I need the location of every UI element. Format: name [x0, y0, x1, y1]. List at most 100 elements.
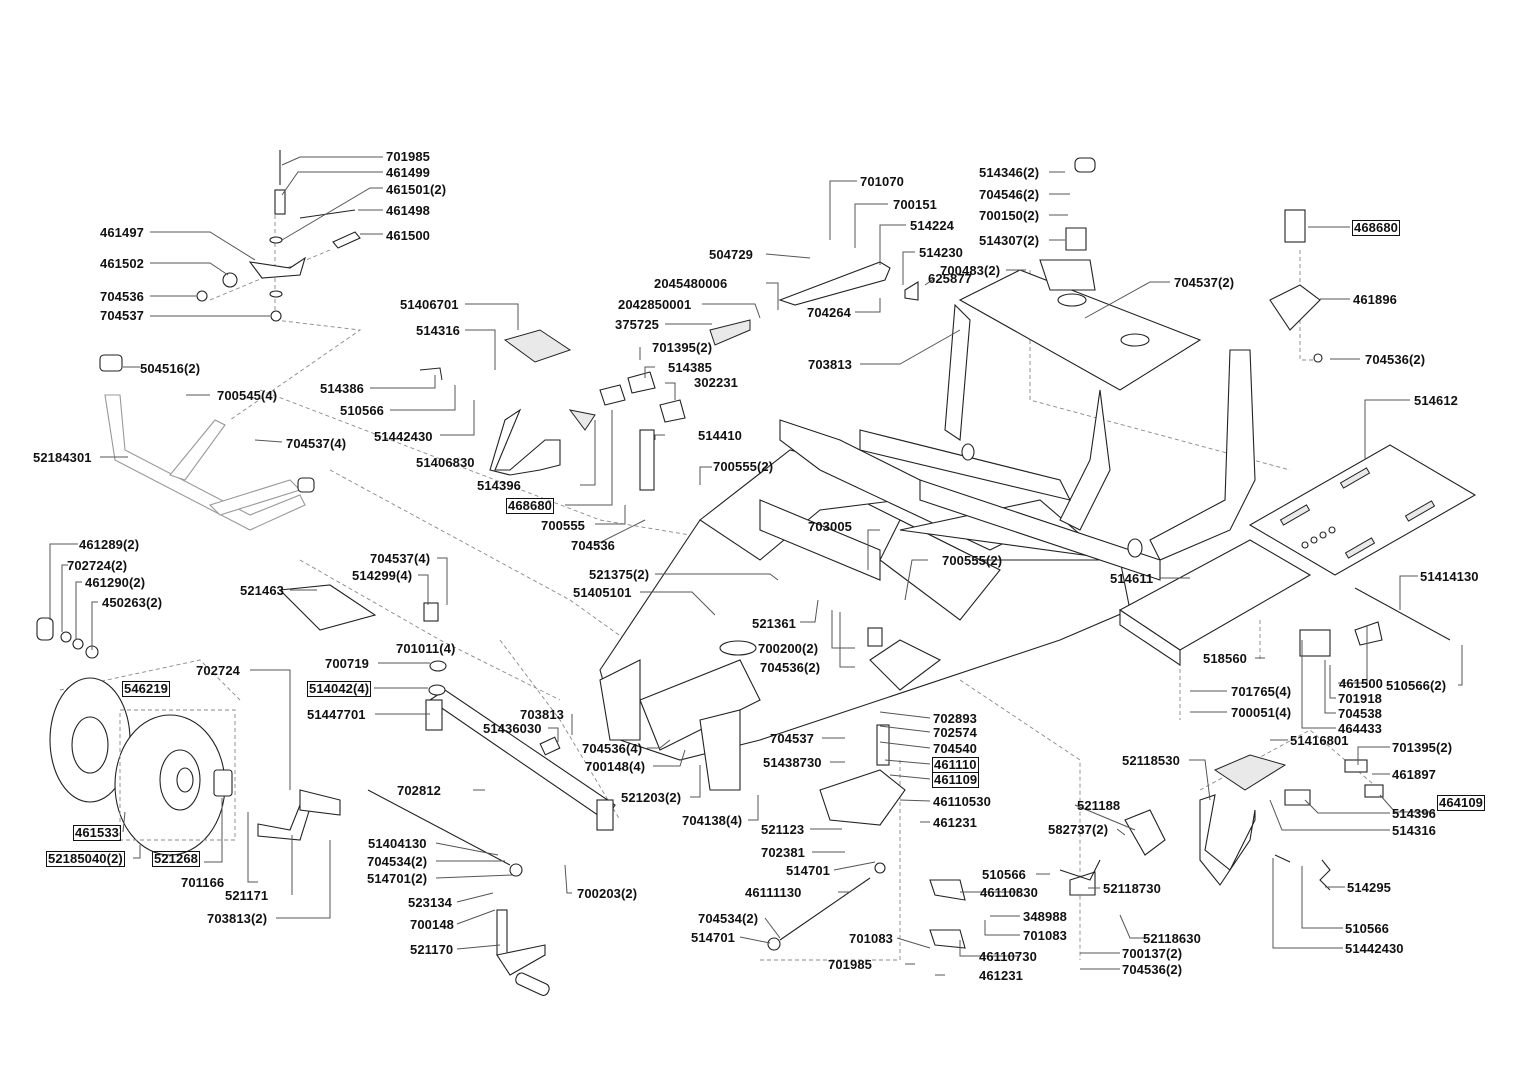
- part-label[interactable]: 523134: [408, 895, 452, 910]
- part-label[interactable]: 450263(2): [102, 595, 163, 610]
- part-label[interactable]: 704537: [770, 731, 814, 746]
- part-label[interactable]: 704546(2): [979, 187, 1040, 202]
- part-label[interactable]: 701166: [181, 875, 225, 890]
- part-label[interactable]: 510566: [340, 403, 384, 418]
- part-label[interactable]: 703813(2): [207, 911, 268, 926]
- part-label[interactable]: 704138(4): [682, 813, 743, 828]
- part-label[interactable]: 700555(2): [942, 553, 1003, 568]
- part-label[interactable]: 2045480006: [654, 276, 728, 291]
- part-label[interactable]: 704538: [1338, 706, 1382, 721]
- part-label[interactable]: 52118730: [1103, 881, 1161, 896]
- part-label[interactable]: 514307(2): [979, 233, 1040, 248]
- part-label[interactable]: 700200(2): [758, 641, 819, 656]
- part-label[interactable]: 704264: [807, 305, 851, 320]
- part-label-boxed[interactable]: 461533: [73, 825, 121, 841]
- part-label[interactable]: 348988: [1023, 909, 1067, 924]
- part-label[interactable]: 701011(4): [396, 641, 456, 656]
- part-label[interactable]: 46111130: [745, 885, 802, 900]
- part-label[interactable]: 461897: [1392, 767, 1436, 782]
- part-label[interactable]: 704540: [933, 741, 977, 756]
- part-label[interactable]: 51406830: [416, 455, 475, 470]
- part-label[interactable]: 704536(4): [582, 741, 643, 756]
- part-label-boxed[interactable]: 52185040(2): [46, 851, 125, 867]
- part-label[interactable]: 504729: [709, 247, 753, 262]
- part-label[interactable]: 700148: [410, 917, 454, 932]
- part-label[interactable]: 514385: [668, 360, 712, 375]
- part-label[interactable]: 461500: [1339, 676, 1383, 691]
- part-label[interactable]: 461231: [933, 815, 977, 830]
- part-label[interactable]: 700719: [325, 656, 369, 671]
- part-label[interactable]: 51414130: [1420, 569, 1479, 584]
- part-label[interactable]: 704536(2): [1365, 352, 1426, 367]
- part-label[interactable]: 52184301: [33, 450, 92, 465]
- part-label[interactable]: 521170: [410, 942, 454, 957]
- part-label[interactable]: 514224: [910, 218, 954, 233]
- part-label[interactable]: 521123: [761, 822, 805, 837]
- part-label[interactable]: 514346(2): [979, 165, 1040, 180]
- part-label[interactable]: 461896: [1353, 292, 1397, 307]
- part-label[interactable]: 521361: [752, 616, 796, 631]
- part-label[interactable]: 461290(2): [85, 575, 146, 590]
- part-label[interactable]: 701395(2): [652, 340, 713, 355]
- part-label[interactable]: 521188: [1077, 798, 1121, 813]
- part-label[interactable]: 51416801: [1290, 733, 1349, 748]
- part-label[interactable]: 461498: [386, 203, 430, 218]
- part-label[interactable]: 464433: [1338, 721, 1382, 736]
- part-label[interactable]: 701070: [860, 174, 904, 189]
- part-label[interactable]: 514230: [919, 245, 963, 260]
- part-label-boxed[interactable]: 546219: [122, 681, 170, 697]
- part-label[interactable]: 700151: [893, 197, 937, 212]
- part-label[interactable]: 703813: [808, 357, 852, 372]
- part-label[interactable]: 703813: [520, 707, 564, 722]
- part-label[interactable]: 514316: [1392, 823, 1436, 838]
- part-label[interactable]: 514386: [320, 381, 364, 396]
- part-label[interactable]: 514295: [1347, 880, 1391, 895]
- part-label[interactable]: 704536(2): [760, 660, 821, 675]
- part-label[interactable]: 514316: [416, 323, 460, 338]
- part-label[interactable]: 514299(4): [352, 568, 413, 583]
- part-label[interactable]: 704534(2): [698, 911, 759, 926]
- part-label[interactable]: 704534(2): [367, 854, 428, 869]
- part-label[interactable]: 521203(2): [621, 790, 682, 805]
- part-label[interactable]: 514701(2): [367, 871, 428, 886]
- part-label[interactable]: 702381: [761, 845, 805, 860]
- part-label[interactable]: 700483(2): [940, 263, 1001, 278]
- part-label[interactable]: 704536: [100, 289, 144, 304]
- part-label[interactable]: 514410: [698, 428, 742, 443]
- part-label[interactable]: 704537: [100, 308, 144, 323]
- part-label-boxed[interactable]: 461109: [932, 772, 980, 788]
- part-label[interactable]: 51405101: [573, 585, 632, 600]
- part-label[interactable]: 51406701: [400, 297, 459, 312]
- part-label[interactable]: 704537(4): [286, 436, 347, 451]
- part-label[interactable]: 461501(2): [386, 182, 447, 197]
- part-label[interactable]: 510566: [982, 867, 1026, 882]
- part-label[interactable]: 701918: [1338, 691, 1382, 706]
- part-label[interactable]: 46110530: [933, 794, 991, 809]
- part-label[interactable]: 521463: [240, 583, 284, 598]
- part-label-boxed[interactable]: 468680: [506, 498, 554, 514]
- part-label[interactable]: 704537(2): [1174, 275, 1235, 290]
- part-label[interactable]: 700203(2): [577, 886, 638, 901]
- part-label[interactable]: 514611: [1110, 571, 1154, 586]
- part-label[interactable]: 700137(2): [1122, 946, 1183, 961]
- part-label[interactable]: 2042850001: [618, 297, 692, 312]
- part-label[interactable]: 704536(2): [1122, 962, 1183, 977]
- part-label[interactable]: 52118530: [1122, 753, 1180, 768]
- part-label[interactable]: 514701: [786, 863, 830, 878]
- part-label[interactable]: 514612: [1414, 393, 1458, 408]
- part-label[interactable]: 700051(4): [1231, 705, 1292, 720]
- part-label[interactable]: 514701: [691, 930, 735, 945]
- part-label[interactable]: 510566: [1345, 921, 1389, 936]
- part-label[interactable]: 51436030: [483, 721, 542, 736]
- part-label[interactable]: 582737(2): [1048, 822, 1109, 837]
- part-label[interactable]: 504516(2): [140, 361, 201, 376]
- part-label[interactable]: 51442430: [374, 429, 433, 444]
- part-label[interactable]: 51442430: [1345, 941, 1404, 956]
- part-label[interactable]: 704537(4): [370, 551, 431, 566]
- part-label[interactable]: 701083: [1023, 928, 1067, 943]
- part-label[interactable]: 521171: [225, 888, 269, 903]
- part-label[interactable]: 702812: [397, 783, 441, 798]
- part-label[interactable]: 514396: [1392, 806, 1436, 821]
- part-label[interactable]: 461502: [100, 256, 144, 271]
- part-label[interactable]: 46110730: [979, 949, 1037, 964]
